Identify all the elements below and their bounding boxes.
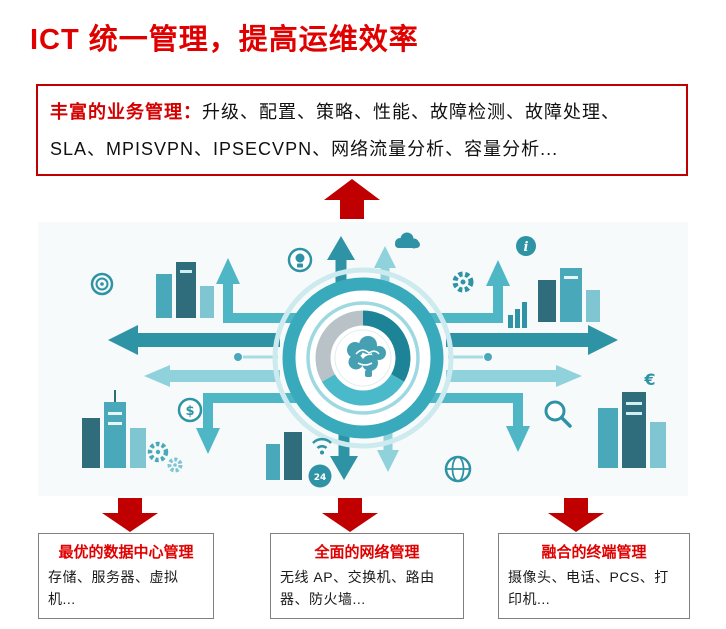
radiating-arrows (108, 236, 618, 480)
wifi-icon (312, 438, 332, 455)
network-box-title: 全面的网络管理 (314, 544, 420, 561)
gears-icon (147, 441, 183, 473)
search-icon (544, 400, 572, 428)
info-glyph: i (524, 240, 529, 255)
feature-box: 丰富的业务管理：升级、配置、策略、性能、故障检测、故障处理、SLA、MPISVP… (36, 84, 688, 176)
down-arrow-icon (102, 498, 158, 537)
datacenter-management-box: 最优的数据中心管理 存储、服务器、虚拟机... (38, 533, 214, 620)
tech-icons: i $ 24 (90, 232, 656, 488)
clock-24-icon: 24 (308, 464, 332, 488)
terminal-management-box: 融合的终端管理 摄像头、电话、PCS、打印机... (498, 533, 690, 620)
datacenter-box-text: 存储、服务器、虚拟机... (48, 569, 179, 607)
city-buildings (82, 262, 666, 480)
down-arrow-icon (548, 498, 604, 537)
brain-icon (347, 336, 386, 377)
euro-icon: € (643, 370, 655, 389)
network-management-box: 全面的网络管理 无线 AP、交换机、路由器、防火墙... (270, 533, 464, 620)
cloud-icon (395, 232, 420, 249)
bar-chart-icon (508, 302, 527, 328)
network-illustration: i $ 24 (38, 222, 688, 496)
down-arrow-icon (322, 498, 378, 537)
dollar-icon: $ (177, 397, 203, 423)
page-title: ICT 统一管理，提高运维效率 (30, 24, 419, 56)
globe-icon (444, 455, 472, 483)
feature-box-label: 丰富的业务管理： (50, 102, 202, 122)
terminal-box-title: 融合的终端管理 (541, 544, 647, 561)
network-box-text: 无线 AP、交换机、路由器、防火墙... (280, 569, 435, 607)
feature-box-text: 升级、配置、策略、性能、故障检测、故障处理、SLA、MPISVPN、IPSECV… (50, 102, 620, 159)
light-bulb-icon (287, 247, 313, 273)
gear-icon (452, 271, 474, 293)
hub-rings (272, 267, 454, 449)
target-icon (90, 272, 114, 296)
euro-glyph: € (643, 370, 655, 389)
datacenter-box-title: 最优的数据中心管理 (58, 544, 194, 561)
info-icon: i (516, 236, 536, 256)
terminal-box-text: 摄像头、电话、PCS、打印机... (508, 569, 669, 607)
clock-glyph: 24 (314, 473, 327, 483)
dollar-glyph: $ (185, 404, 194, 419)
up-arrow-icon (324, 179, 380, 224)
